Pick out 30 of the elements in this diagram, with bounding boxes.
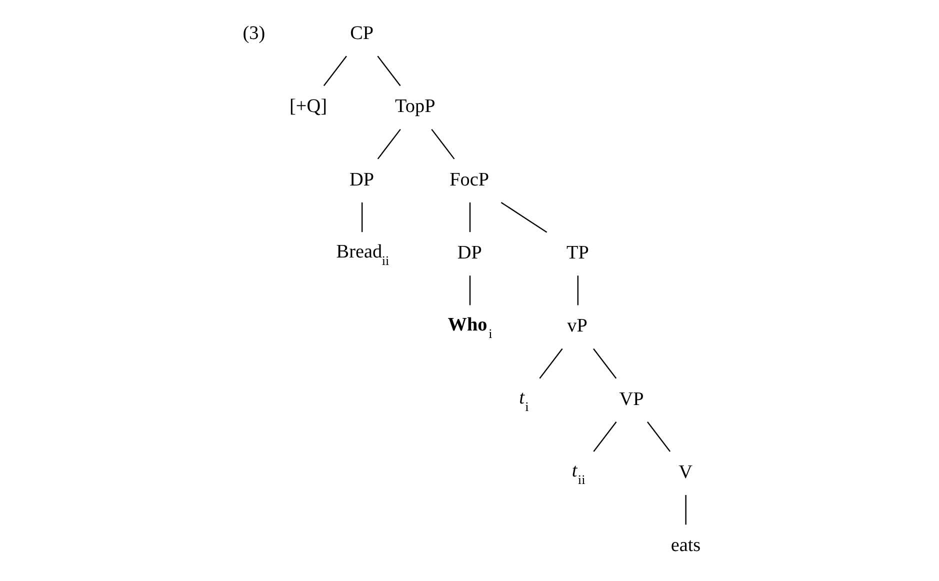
node-text: Bread$_{ii}$: [336, 241, 389, 268]
node-text: Who$_{i}$: [447, 314, 492, 341]
node-text: vP: [566, 316, 587, 337]
node-text: [+Q]: [289, 96, 326, 118]
node-text: V: [678, 462, 692, 483]
node-text: CP: [350, 23, 374, 44]
node-text: eats: [670, 535, 700, 556]
node-text: t$_{i}$: [518, 388, 528, 414]
connector: [468, 276, 470, 306]
node-text: t$_{ii}$: [571, 460, 585, 488]
connector: [646, 422, 670, 452]
connector: [322, 56, 346, 86]
label: (3): [242, 23, 265, 44]
connector: [468, 202, 470, 232]
connector: [500, 202, 547, 233]
connector: [430, 128, 454, 160]
connector: [684, 495, 686, 525]
connector: [376, 128, 400, 160]
node-text: TopP: [394, 96, 435, 118]
connector: [592, 422, 616, 452]
connector: [376, 56, 400, 86]
connector: [592, 348, 616, 379]
connector: [360, 202, 362, 232]
node-text: TP: [566, 242, 588, 264]
connector: [576, 276, 578, 306]
connector: [538, 348, 562, 379]
node-text: FocP: [449, 169, 489, 190]
node-text: VP: [618, 388, 644, 410]
node-text: DP: [348, 169, 374, 190]
node-text: DP: [456, 242, 482, 264]
